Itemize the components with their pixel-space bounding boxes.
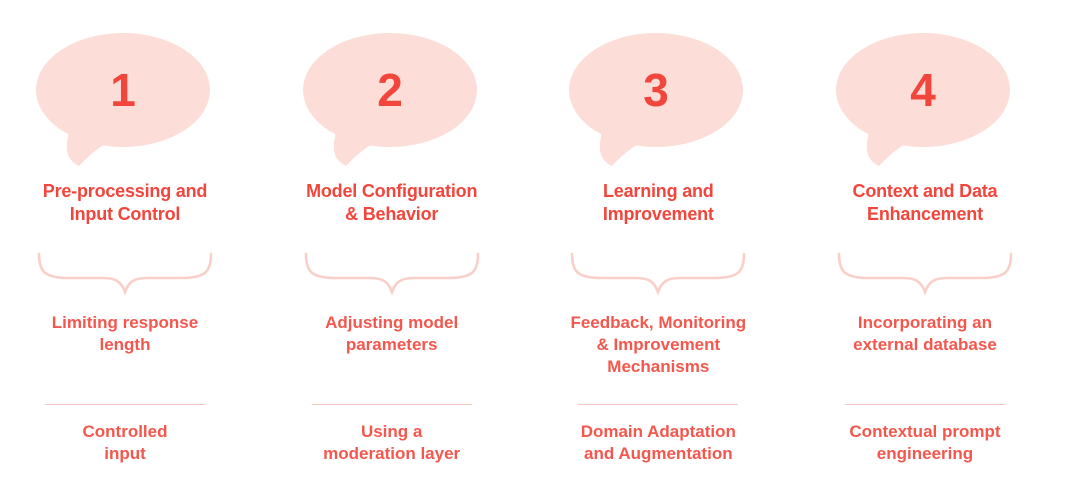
- curly-brace-icon: [568, 248, 748, 298]
- step-number: 2: [377, 64, 403, 116]
- step-title: Model Configuration & Behavior: [306, 181, 478, 224]
- step-title: Pre-processing and Input Control: [42, 181, 208, 224]
- step-title: Learning and Improvement: [602, 181, 714, 224]
- step-column-4: 4 Context and Data Enhancement Incorpora…: [800, 0, 1050, 494]
- step-column-2: 2 Model Configuration & Behavior Adjusti…: [267, 0, 517, 494]
- step-column-3: 3 Learning and Improvement Feedback, Mon…: [533, 0, 783, 494]
- technique-item-2: Using a moderation layer: [323, 422, 461, 463]
- step-number: 3: [644, 64, 670, 116]
- technique-item-1: Limiting response length: [51, 313, 199, 354]
- curly-brace-icon: [35, 248, 215, 298]
- speech-bubble-icon: 1: [15, 0, 235, 168]
- divider-line: [578, 404, 739, 405]
- curly-brace-icon: [835, 248, 1015, 298]
- speech-bubble-icon: 3: [548, 0, 768, 168]
- step-number: 4: [910, 64, 936, 116]
- step-title: Context and Data Enhancement: [852, 181, 998, 224]
- technique-item-1: Adjusting model parameters: [325, 313, 459, 354]
- step-column-1: 1 Pre-processing and Input Control Limit…: [0, 0, 250, 494]
- curly-brace-icon: [302, 248, 482, 298]
- divider-line: [311, 404, 472, 405]
- technique-item-2: Domain Adaptation and Augmentation: [580, 422, 736, 463]
- speech-bubble-icon: 4: [815, 0, 1035, 168]
- technique-item-1: Feedback, Monitoring & Improvement Mecha…: [570, 313, 747, 376]
- technique-item-2: Contextual prompt engineering: [849, 422, 1001, 463]
- divider-line: [45, 404, 205, 405]
- technique-item-1: Incorporating an external database: [853, 313, 997, 354]
- technique-item-2: Controlled input: [82, 422, 168, 463]
- step-number: 1: [110, 64, 136, 116]
- speech-bubble-icon: 2: [282, 0, 502, 168]
- divider-line: [844, 404, 1005, 405]
